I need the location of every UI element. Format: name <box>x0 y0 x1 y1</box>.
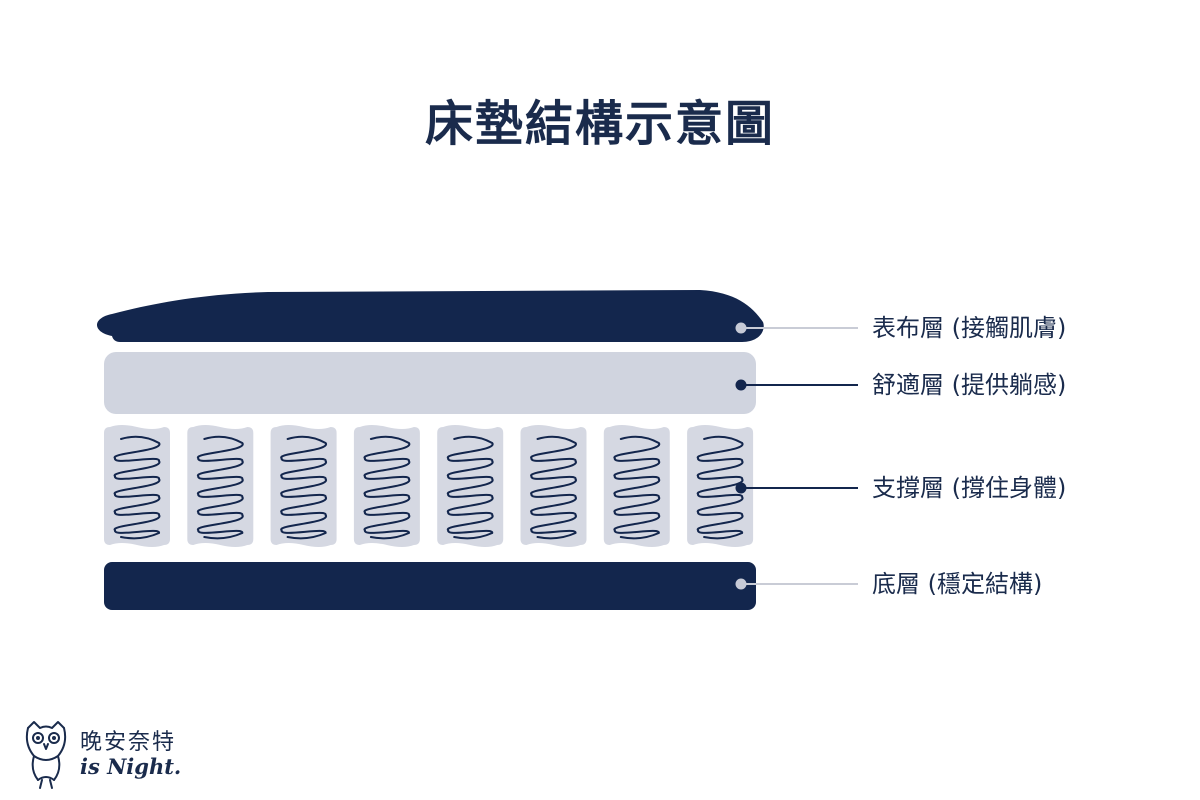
label-support-layer: 支撐層 (撐住身體) <box>872 474 1067 502</box>
brand-name-chinese: 晚安奈特 <box>80 730 177 755</box>
brand-name-english: is Night. <box>80 754 182 779</box>
spring-coil <box>697 435 744 540</box>
spring-coil <box>447 435 494 540</box>
spring-coil <box>113 435 161 540</box>
spring-coil <box>530 435 577 540</box>
spring-coil <box>280 435 327 540</box>
coil-column <box>687 425 754 547</box>
coil-column <box>603 425 670 547</box>
coil-column <box>187 425 254 547</box>
spring-coil <box>197 435 244 540</box>
spring-coil <box>613 435 660 540</box>
brand-logo: 晚安奈特 is Night. <box>20 716 200 792</box>
fabric-layer <box>97 290 764 342</box>
owl-icon <box>25 721 67 789</box>
base-layer <box>104 562 756 610</box>
coil-column <box>104 425 170 547</box>
support-layer <box>104 425 754 547</box>
spring-coil <box>363 435 410 540</box>
coil-column <box>437 425 504 547</box>
coil-column <box>353 425 420 547</box>
marker-base <box>735 578 747 590</box>
label-comfort-layer: 舒適層 (提供躺感) <box>872 371 1067 399</box>
comfort-layer <box>104 352 756 414</box>
label-base-layer: 底層 (穩定結構) <box>872 570 1043 598</box>
marker-comfort <box>735 379 747 391</box>
diagram-title: 床墊結構示意圖 <box>424 96 775 152</box>
coil-column <box>520 425 587 547</box>
label-fabric-layer: 表布層 (接觸肌膚) <box>872 314 1067 342</box>
coil-column <box>270 425 337 547</box>
marker-fabric <box>735 322 747 334</box>
marker-support <box>735 482 747 494</box>
